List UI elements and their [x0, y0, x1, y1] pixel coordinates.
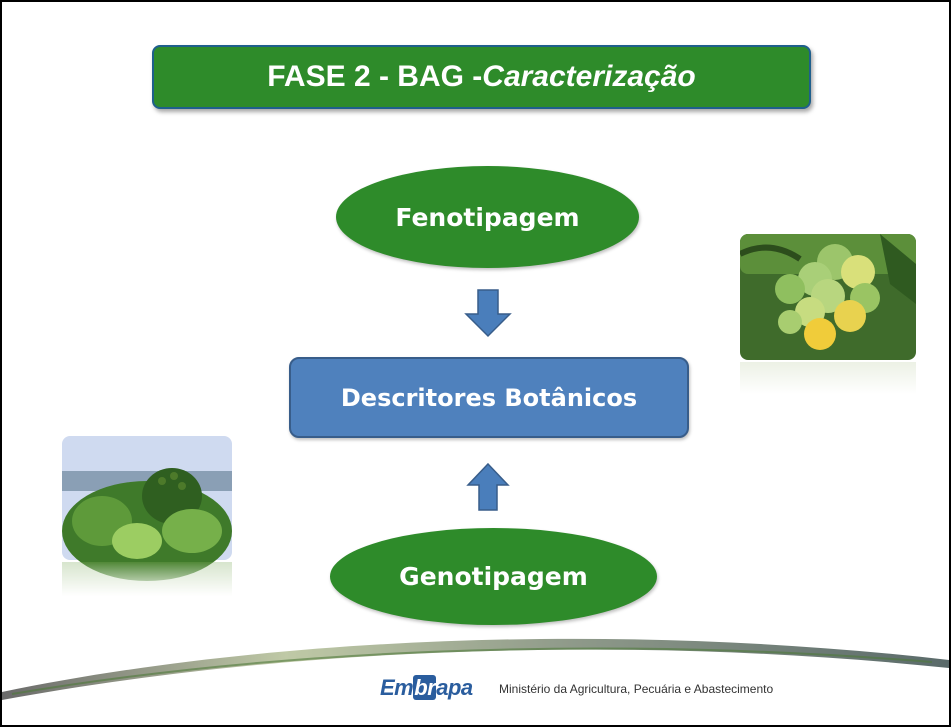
title-italic: Caracterização: [482, 60, 696, 93]
ministry-text: Ministério da Agricultura, Pecuária e Ab…: [499, 682, 774, 696]
fenotipagem-label: Fenotipagem: [395, 202, 580, 232]
jatropha-plant-photo: [62, 436, 232, 596]
logo-part2: br: [413, 675, 437, 700]
logo-part1: Em: [380, 675, 414, 700]
arrow-up-icon: [466, 462, 510, 511]
slide-title: FASE 2 - BAG - Caracterização: [152, 45, 811, 109]
title-main: FASE 2 - BAG -: [267, 60, 483, 93]
embrapa-logo: Embrapa: [380, 675, 473, 701]
footer-swoosh: [2, 638, 949, 700]
jatropha-fruit-photo: [740, 234, 916, 394]
genotipagem-node: Genotipagem: [330, 528, 657, 625]
genotipagem-label: Genotipagem: [399, 562, 588, 591]
arrow-down-icon: [464, 289, 512, 338]
descritores-botanicos-node: Descritores Botânicos: [289, 357, 689, 438]
logo-part3: apa: [436, 675, 473, 700]
fenotipagem-node: Fenotipagem: [336, 166, 639, 268]
descritores-label: Descritores Botânicos: [340, 383, 638, 412]
